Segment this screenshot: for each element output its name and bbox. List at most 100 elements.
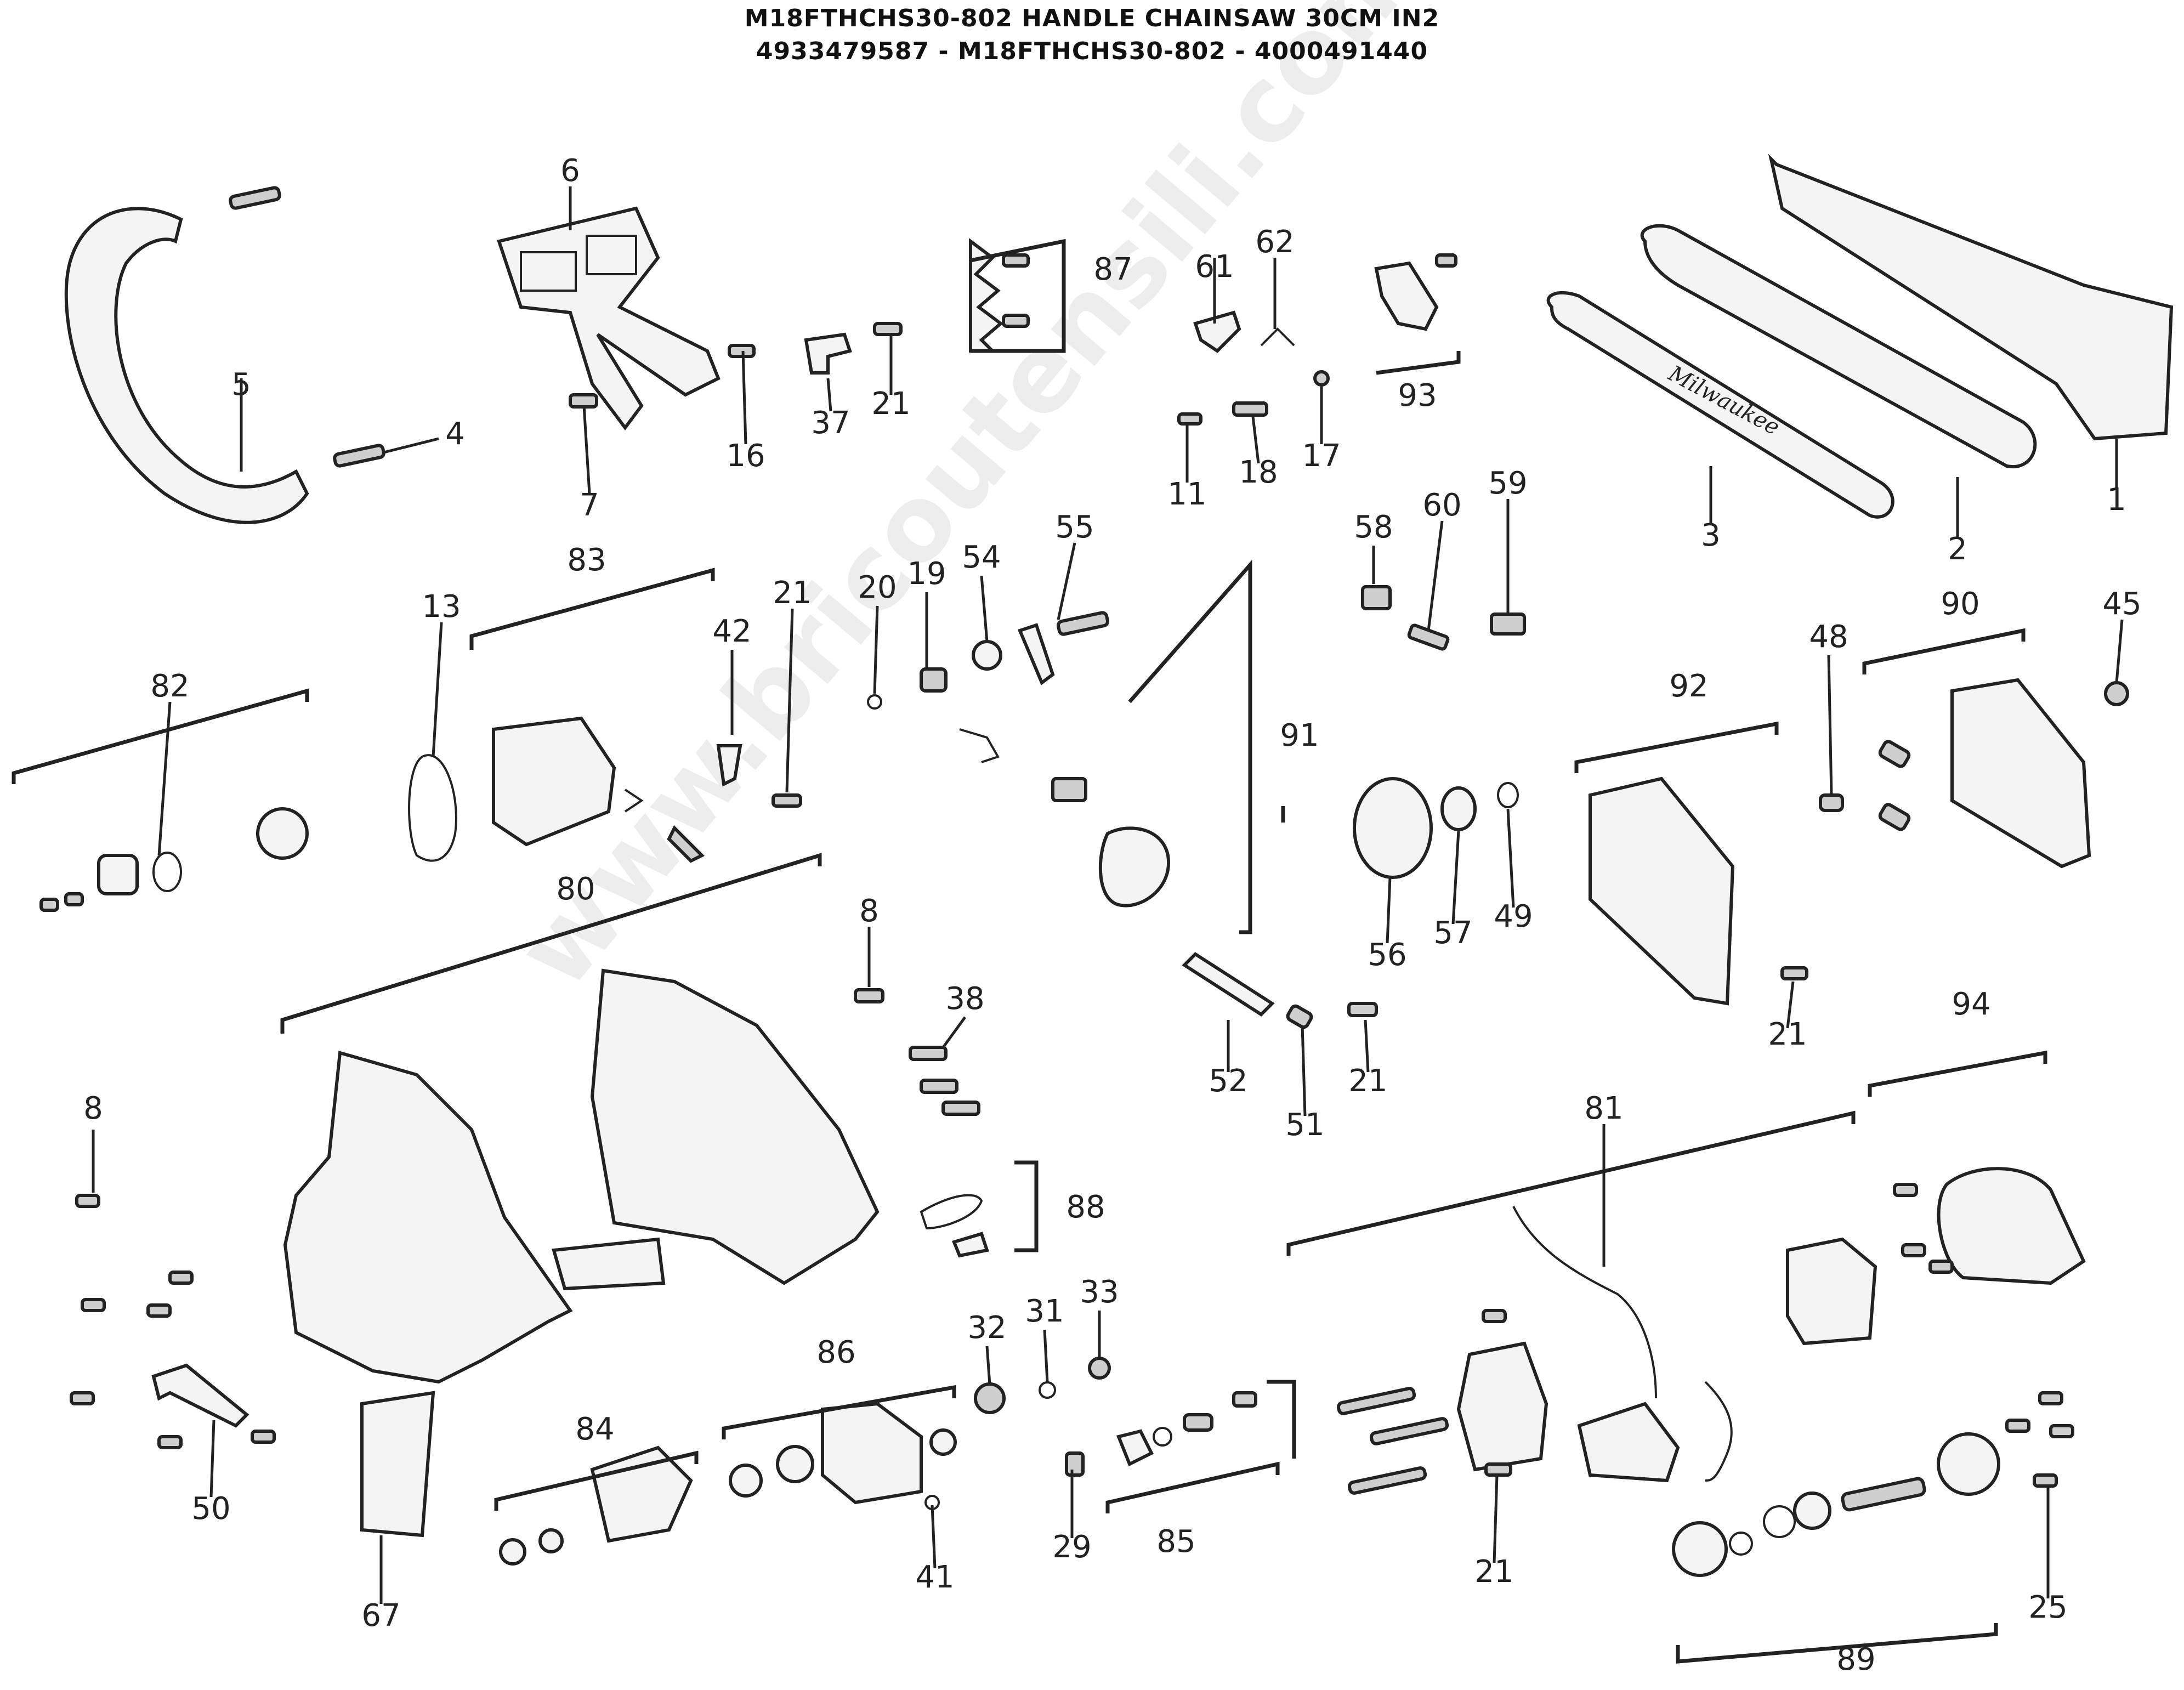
callout-13: 13 (422, 589, 461, 625)
link-part (959, 728, 1000, 763)
screw-part (75, 1194, 100, 1208)
screw-part (146, 1303, 172, 1318)
group-bracket (12, 688, 309, 784)
handle-bracket-part (497, 206, 721, 430)
group-bracket (970, 239, 1066, 353)
group-bracket (1574, 721, 1779, 773)
callout-7: 7 (580, 487, 599, 523)
callout-89: 89 (1836, 1642, 1875, 1677)
leader-line (785, 608, 794, 793)
bracket-window-part (586, 235, 637, 275)
pipe-part (667, 825, 705, 863)
group-bracket (1105, 1461, 1280, 1513)
bar-cover-part (1768, 154, 2174, 441)
sprocket-part (1353, 777, 1433, 879)
gear-part (1672, 1521, 1728, 1577)
ring-part (867, 694, 882, 710)
rod-part (1347, 1466, 1427, 1495)
callout-25: 25 (2028, 1590, 2067, 1625)
clip-part (804, 332, 852, 375)
latch-part (1193, 310, 1241, 353)
rod-part (1336, 1387, 1416, 1415)
screw-part (251, 1430, 276, 1444)
callout-6: 6 (560, 153, 580, 189)
screw-part (81, 1298, 106, 1312)
callout-51: 51 (1285, 1107, 1324, 1143)
screw-part (157, 1435, 183, 1449)
group-bracket (1014, 1160, 1039, 1252)
callout-48: 48 (1809, 619, 1848, 655)
clutch-cover-part (1950, 678, 2091, 869)
screw-part (2049, 1424, 2074, 1438)
bearing-part (499, 1538, 526, 1566)
callout-16: 16 (726, 438, 765, 474)
leader-line (931, 1505, 937, 1569)
leader-line (1827, 655, 1833, 796)
callout-81: 81 (1584, 1091, 1623, 1126)
clip-part (1878, 803, 1911, 831)
clip-part (1065, 1451, 1085, 1477)
callout-94: 94 (1952, 986, 1990, 1022)
callout-52: 52 (1209, 1063, 1247, 1099)
callout-3: 3 (1701, 518, 1721, 553)
callout-18: 18 (1239, 455, 1278, 490)
callout-80: 80 (556, 871, 595, 907)
screw-part (2005, 1419, 2030, 1433)
callout-86: 86 (816, 1335, 855, 1370)
bracket-window-part (520, 251, 577, 292)
label-part (360, 1391, 435, 1538)
callout-2: 2 (1948, 531, 1967, 567)
rod-part (1369, 1417, 1449, 1445)
callout-55: 55 (1055, 509, 1094, 545)
callout-11: 11 (1167, 477, 1206, 512)
ring-part (1763, 1505, 1796, 1538)
group-bracket (722, 1385, 956, 1439)
callout-59: 59 (1488, 466, 1527, 501)
callout-60: 60 (1422, 487, 1461, 523)
screw-part (70, 1391, 95, 1405)
screw-part (1002, 253, 1030, 268)
callout-19: 19 (907, 556, 946, 592)
callout-1: 1 (2107, 482, 2126, 518)
brake-lever-part (1017, 623, 1055, 685)
leader-line (1386, 877, 1392, 944)
callout-58: 58 (1354, 509, 1393, 545)
sight-glass-part (256, 807, 309, 860)
callout-5: 5 (231, 367, 251, 402)
callout-88: 88 (1066, 1189, 1105, 1225)
bracket-part (951, 1232, 989, 1258)
group-bracket (1128, 559, 1285, 934)
block-part (1361, 585, 1392, 610)
motor-housing-right-part (590, 968, 880, 1285)
front-handle-part (64, 207, 309, 524)
o-ring-part (152, 852, 182, 892)
callout-83: 83 (567, 542, 606, 578)
callout-93: 93 (1398, 378, 1437, 413)
callout-33: 33 (1080, 1274, 1119, 1310)
leader-line (1251, 416, 1260, 464)
callout-38: 38 (945, 981, 984, 1017)
screw-part (1177, 412, 1202, 426)
leader-line (209, 1420, 215, 1498)
leader-line (1427, 520, 1444, 631)
pin-part (1286, 1004, 1313, 1029)
screw-part (772, 793, 802, 808)
leader-line (432, 622, 443, 757)
screw-part (854, 988, 884, 1003)
bearing-part (538, 1528, 564, 1553)
sensor-wire-part (1704, 1381, 1733, 1482)
leader-line (1786, 981, 1795, 1029)
callout-62: 62 (1255, 224, 1294, 260)
group-bracket (1676, 1623, 1998, 1664)
leader-line (980, 575, 989, 642)
leader-line (985, 1346, 991, 1385)
group-bracket (494, 1450, 699, 1511)
wiring-part (1512, 1206, 1657, 1399)
clip-part (920, 1194, 983, 1230)
callout-50: 50 (191, 1491, 230, 1527)
callout-54: 54 (962, 540, 1001, 575)
callout-37: 37 (811, 405, 850, 441)
motor-can-part (1937, 1167, 2086, 1285)
callout-21: 21 (1348, 1063, 1387, 1099)
lever-part (1374, 261, 1439, 331)
